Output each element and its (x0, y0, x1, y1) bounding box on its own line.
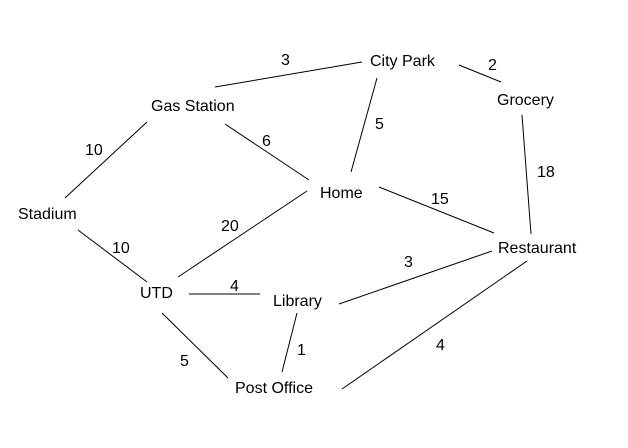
edge-weight-city-park-home: 5 (375, 116, 384, 133)
edge-utd-home (177, 190, 308, 278)
edge-library-restaurant (338, 250, 493, 305)
edge-weight-utd-library: 4 (230, 278, 239, 295)
edge-city-park-home (350, 77, 378, 173)
node-label-utd: UTD (140, 285, 173, 302)
node-label-post-office: Post Office (235, 380, 313, 397)
node-label-grocery: Grocery (497, 92, 554, 109)
edge-weight-utd-home: 20 (221, 218, 239, 235)
edge-weight-library-post-office: 1 (297, 342, 306, 359)
edge-gas-station-home (224, 123, 310, 181)
edge-grocery-restaurant (521, 114, 532, 235)
edge-weight-stadium-gas-station: 10 (85, 142, 103, 159)
edge-weight-post-office-restaurant: 4 (436, 337, 445, 354)
edge-weight-grocery-restaurant: 18 (537, 164, 555, 181)
edge-weight-stadium-utd: 10 (112, 240, 130, 257)
edge-weight-home-restaurant: 15 (431, 191, 449, 208)
edge-weight-gas-station-home: 6 (262, 133, 271, 150)
edge-home-restaurant (378, 186, 495, 234)
edge-weight-city-park-grocery: 2 (488, 57, 497, 74)
edge-stadium-gas-station (64, 121, 148, 199)
edge-weight-gas-station-city-park: 3 (281, 52, 290, 69)
edge-gas-station-city-park (214, 61, 363, 88)
edge-weight-utd-post-office: 5 (180, 353, 189, 370)
edge-utd-post-office (161, 312, 229, 379)
node-label-gas-station: Gas Station (151, 98, 235, 115)
edge-city-park-grocery (458, 64, 502, 83)
node-label-city-park: City Park (370, 53, 436, 70)
edge-weight-library-restaurant: 3 (404, 254, 413, 271)
edge-library-post-office (281, 312, 298, 373)
node-label-restaurant: Restaurant (498, 240, 577, 257)
node-label-library: Library (273, 293, 322, 310)
node-label-home: Home (320, 185, 363, 202)
edge-stadium-utd (77, 229, 148, 283)
edge-post-office-restaurant (341, 260, 528, 390)
node-label-stadium: Stadium (18, 206, 77, 223)
